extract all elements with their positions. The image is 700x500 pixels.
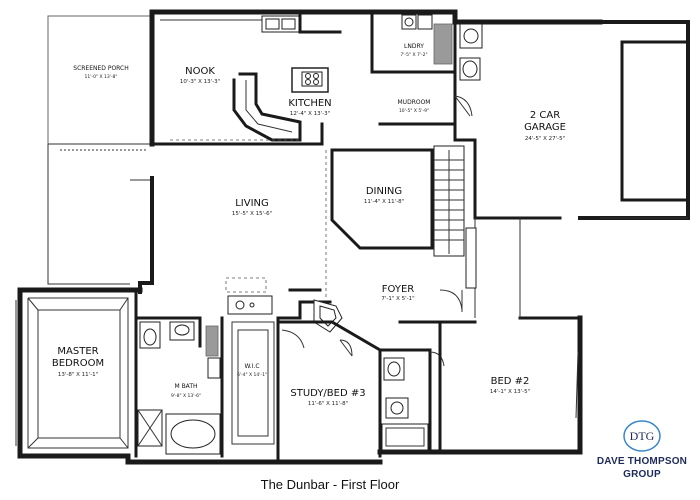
- master-bath: M BATH 9'-8" X 13'-6": [134, 316, 224, 458]
- logo-line1: DAVE THOMPSON: [596, 456, 688, 467]
- wic-label: W.I.C: [244, 363, 259, 370]
- stair-treads: [434, 150, 464, 254]
- logo-mark-text: DTG: [630, 429, 655, 443]
- study-label: STUDY/BED #3: [290, 388, 365, 399]
- porch-label: SCREENED PORCH: [73, 65, 128, 72]
- garage-label-1: 2 CAR: [530, 110, 560, 121]
- mbath-dim: 9'-8" X 13'-6": [171, 393, 201, 399]
- dining-stair: DINING 11'-4" X 11'-8": [330, 145, 465, 257]
- laundry-label: LNDRY: [404, 43, 424, 50]
- garage-dim: 24'-5" X 27'-5": [525, 136, 565, 142]
- living: LIVING 15'-5" X 15'-6": [232, 150, 327, 300]
- laundry-mudroom: LNDRY 7'-5" X 7'-2" MUDROOM 10'-5" X 5'-…: [320, 10, 483, 146]
- plan-caption: The Dunbar - First Floor: [260, 477, 400, 492]
- dtg-logo-mark: DTG: [623, 420, 661, 452]
- garage-label-2: GARAGE: [524, 122, 566, 133]
- hall-bath: [378, 348, 445, 454]
- dining-dim: 11'-4" X 11'-8": [364, 199, 404, 205]
- misc-details: [15, 217, 688, 446]
- living-dim: 15'-5" X 15'-6": [232, 211, 272, 217]
- nook-dim: 10'-3" X 13'-3": [180, 79, 220, 85]
- wic-dim: 6'-4" X 14'-1": [237, 372, 267, 378]
- master-label-1: MASTER: [57, 346, 98, 357]
- kitchen-area: NOOK 10'-3" X 13'-3" KITCHEN 12'-4" X 13…: [150, 14, 342, 146]
- kitchen-label: KITCHEN: [288, 98, 331, 109]
- kitchen-dim: 12'-4" X 13'-3": [290, 111, 330, 117]
- logo-line2: GROUP: [623, 469, 661, 480]
- study-dim: 11'-6" X 11'-8": [308, 401, 348, 407]
- mudroom-label: MUDROOM: [398, 99, 431, 106]
- nook-label: NOOK: [185, 66, 215, 77]
- living-label: LIVING: [235, 198, 269, 209]
- walk-in-closet: W.I.C 6'-4" X 14'-1": [225, 277, 280, 464]
- laundry-dim: 7'-5" X 7'-2": [400, 52, 427, 58]
- bed2-dim: 14'-1" X 13'-5": [490, 389, 530, 395]
- master-dim: 13'-8" X 11'-1": [58, 372, 98, 378]
- screened-porch: SCREENED PORCH 11'-0" X 13'-8": [47, 15, 152, 285]
- garage: 2 CAR GARAGE 24'-5" X 27'-5": [453, 20, 690, 318]
- mudroom-dim: 10'-5" X 5'-9": [399, 108, 429, 114]
- study-bed3: STUDY/BED #3 11'-6" X 11'-8": [276, 320, 382, 458]
- mbath-label: M BATH: [174, 383, 197, 390]
- bed2: BED #2 14'-1" X 13'-5": [438, 320, 579, 454]
- company-logo: DTG DAVE THOMPSON GROUP: [592, 418, 692, 488]
- dining-label: DINING: [366, 186, 402, 197]
- foyer-label: FOYER: [382, 284, 415, 295]
- master-label-2: BEDROOM: [52, 358, 104, 369]
- foyer-dim: 7'-1" X 5'-1": [381, 296, 414, 302]
- foyer: FOYER 7'-1" X 5'-1": [381, 227, 477, 324]
- master-bedroom: MASTER BEDROOM 13'-8" X 11'-1": [27, 290, 138, 458]
- bed2-label: BED #2: [491, 376, 530, 387]
- porch-dim: 11'-0" X 13'-8": [85, 74, 118, 80]
